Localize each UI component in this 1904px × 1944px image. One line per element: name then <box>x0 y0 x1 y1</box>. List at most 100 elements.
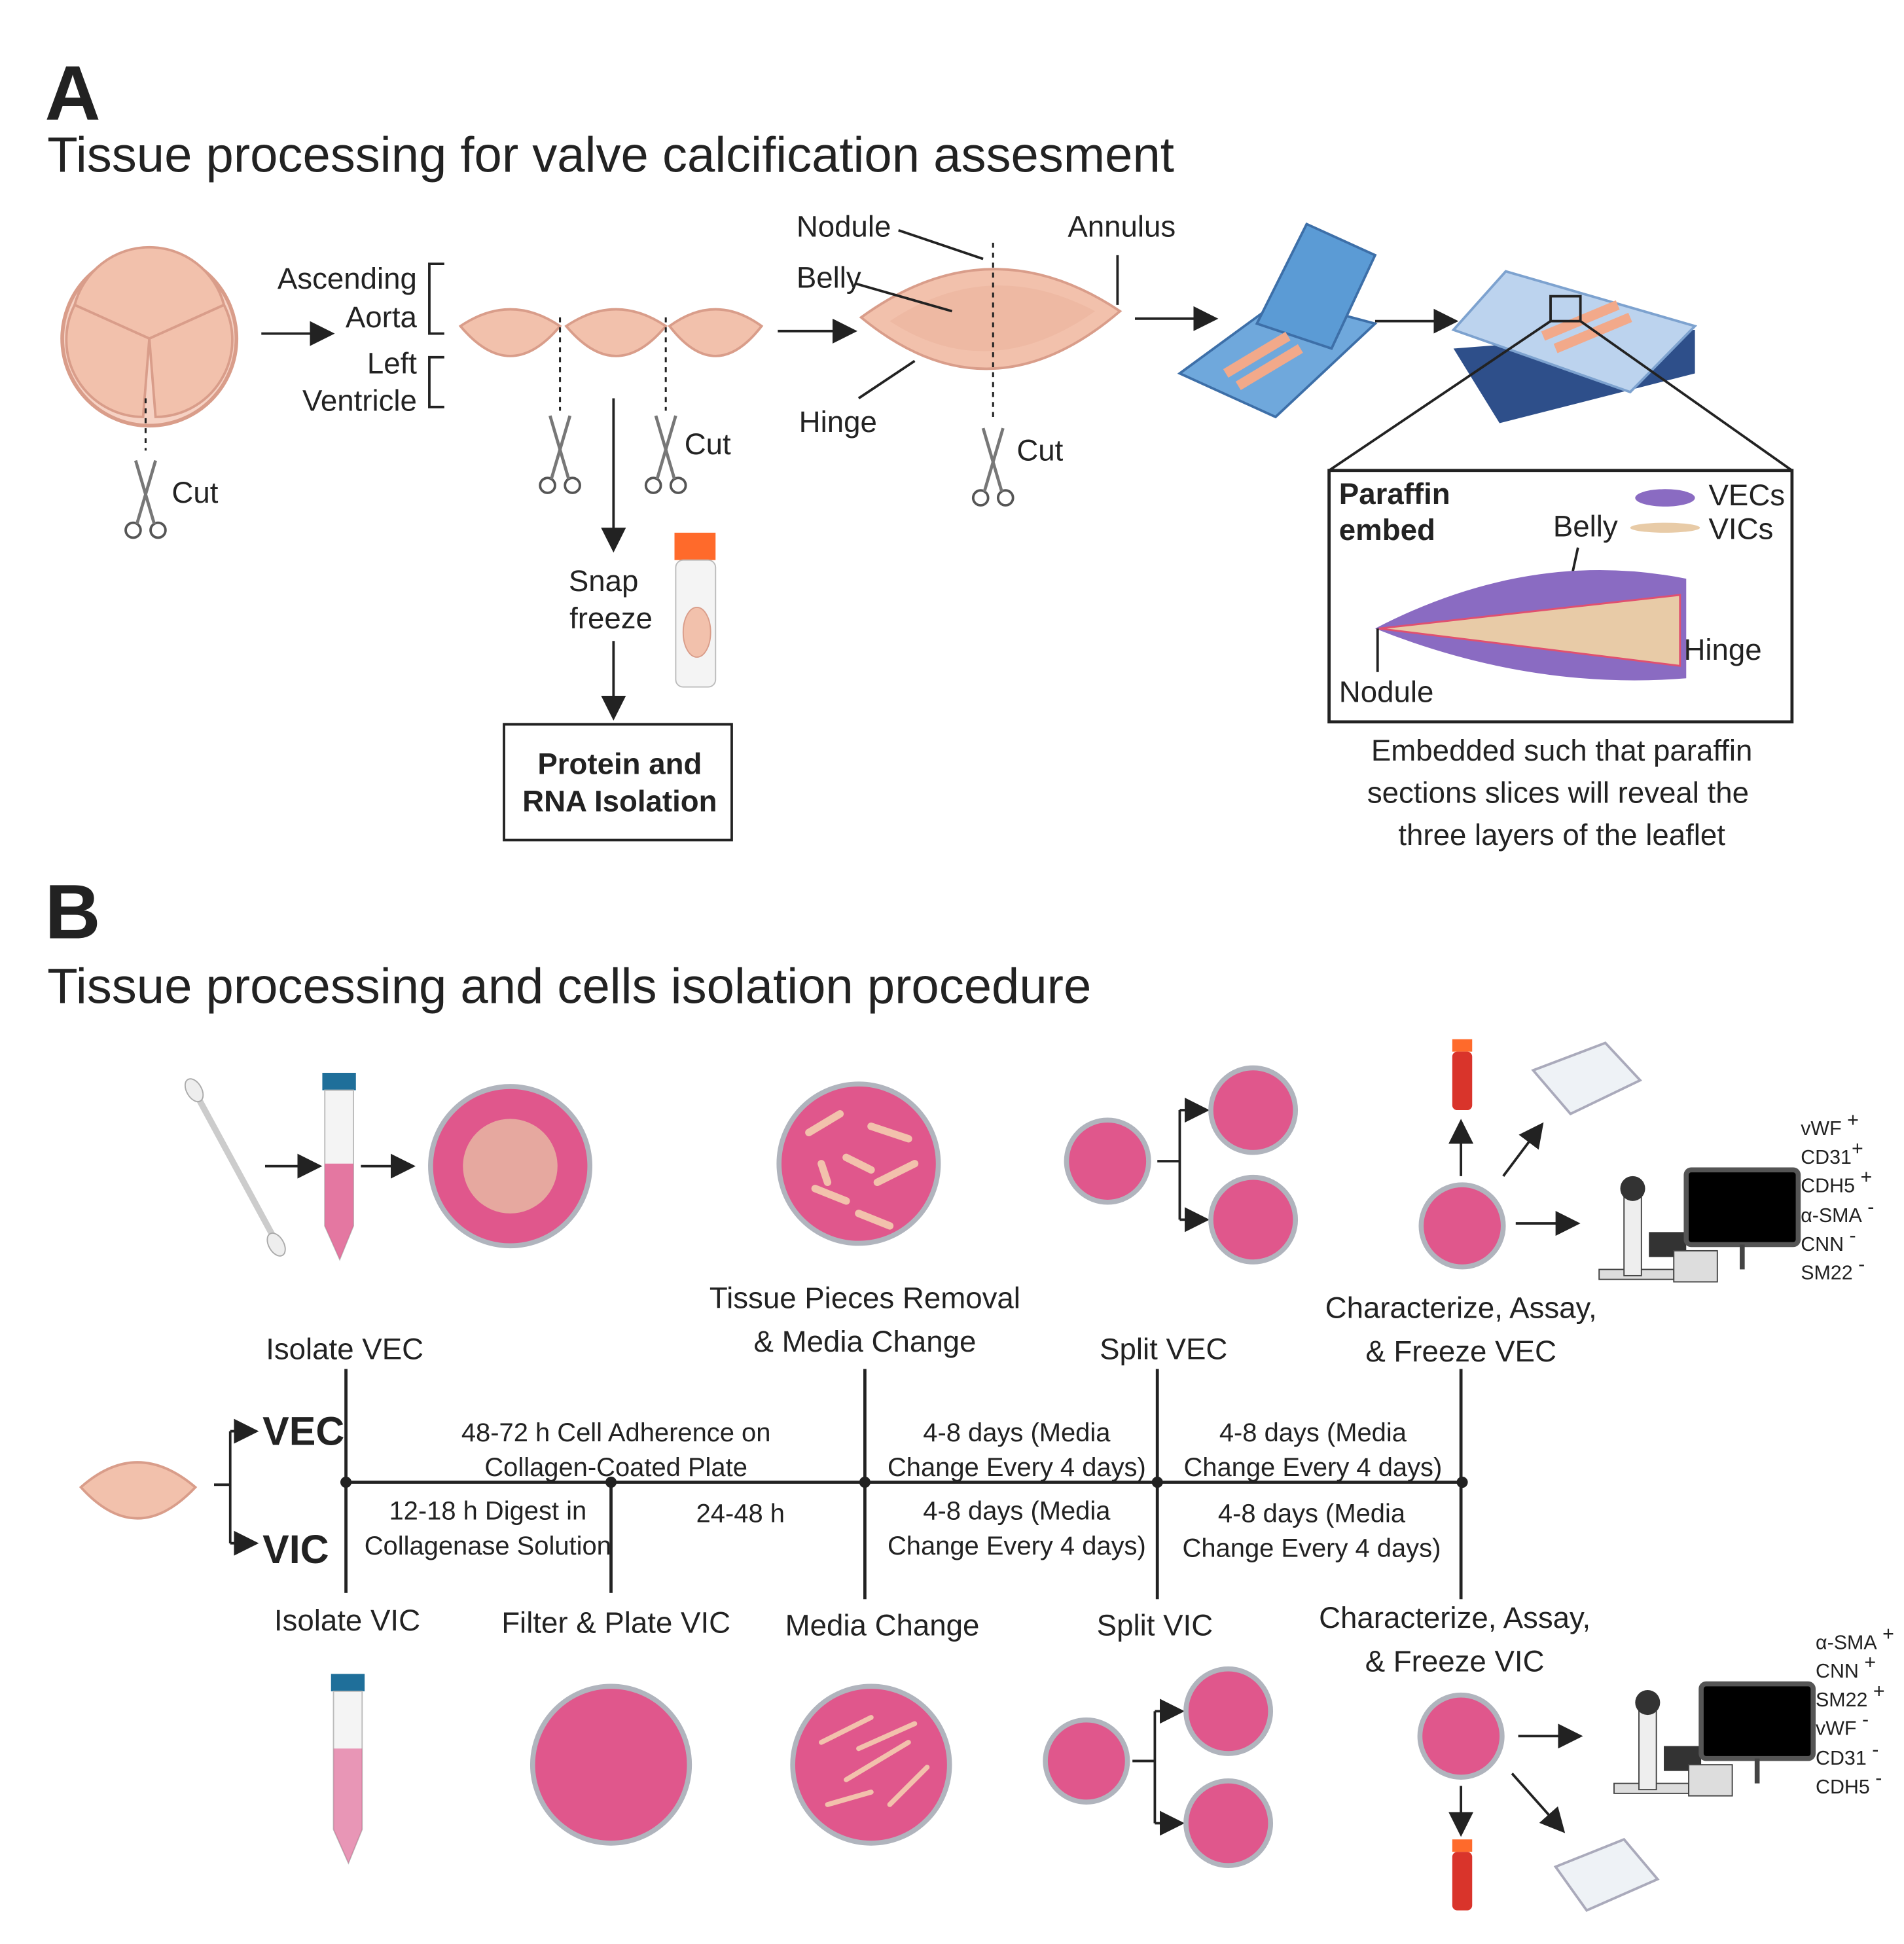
cryo-tube-icon <box>674 532 717 688</box>
ventricle-label: Ventricle <box>302 384 417 418</box>
swab-icon <box>184 1078 286 1257</box>
caption-line: Embedded such that paraffin <box>1371 734 1753 767</box>
marker: CNN - <box>1801 1225 1856 1255</box>
culture-dish-small <box>1064 1117 1151 1205</box>
caption-line: sections slices will reveal the <box>1367 776 1749 809</box>
culture-dish-split <box>1208 1174 1299 1265</box>
filter-plate-label: Filter & Plate VIC <box>501 1606 730 1640</box>
leader-line <box>855 282 953 313</box>
vec-cell-icon <box>1635 489 1695 507</box>
branch-line <box>214 1431 232 1543</box>
isolate-vic-label: Isolate VIC <box>274 1604 420 1637</box>
microscope-icon <box>1599 1170 1798 1282</box>
removal-label: Tissue Pieces Removal <box>710 1281 1020 1314</box>
cut-label: Cut <box>171 476 218 509</box>
marker: CDH5 + <box>1801 1166 1872 1197</box>
characterize-vec-label: Characterize, Assay, <box>1325 1291 1597 1325</box>
culture-dish-split <box>1183 1666 1274 1756</box>
marker: CD31+ <box>1801 1137 1863 1168</box>
freeze-vec-label: & Freeze VEC <box>1365 1335 1556 1368</box>
scissors-icon <box>973 428 1013 505</box>
aortic-valve-illustration <box>60 245 239 428</box>
three-leaflets <box>458 308 764 357</box>
caption-line: three layers of the leaflet <box>1398 818 1725 852</box>
aorta-label: Aorta <box>346 300 418 334</box>
inset-title-1: Paraffin <box>1339 477 1450 511</box>
marker: α-SMA + <box>1816 1623 1894 1653</box>
marker: SM22 - <box>1801 1253 1865 1284</box>
leader-line <box>898 229 984 261</box>
timeline-text: 24-48 h <box>696 1499 785 1528</box>
hinge-label: Hinge <box>799 405 877 439</box>
bracket <box>428 262 444 335</box>
arrow <box>1511 1773 1566 1833</box>
inset-title-2: embed <box>1339 513 1435 547</box>
vic-label: VIC <box>262 1527 329 1572</box>
vecs-label: VECs <box>1708 478 1785 512</box>
timeline-below-text: 12-18 h Digest in Collagenase Solution 2… <box>365 1497 1441 1563</box>
timeline-text: 4-8 days (Media <box>923 1418 1111 1447</box>
protein-rna-box <box>503 723 733 842</box>
cryo-tube-icon <box>1452 1839 1473 1911</box>
split-vec-label: Split VEC <box>1100 1332 1227 1365</box>
vec-label: VEC <box>262 1409 344 1453</box>
scissors-icon <box>540 416 580 493</box>
timeline <box>340 1369 1468 1600</box>
branch-line <box>1157 1110 1181 1220</box>
timeline-text: 4-8 days (Media <box>1218 1499 1406 1528</box>
culture-dish-vic-final <box>1417 1692 1505 1780</box>
scissors-icon <box>126 461 166 538</box>
vics-label: VICs <box>1708 512 1773 545</box>
marker: vWF - <box>1816 1708 1869 1739</box>
annulus-label: Annulus <box>1068 209 1176 243</box>
culture-dish-vic <box>530 1683 692 1846</box>
timeline-text: 48-72 h Cell Adherence on <box>461 1418 771 1447</box>
split-vic-label: Split VIC <box>1097 1608 1213 1642</box>
freeze-label: freeze <box>569 602 653 635</box>
conical-tube-icon <box>322 1073 356 1261</box>
timeline-text: Change Every 4 days) <box>888 1532 1146 1560</box>
cut-label: Cut <box>1016 434 1063 467</box>
vic-cell-icon <box>1630 522 1700 533</box>
cut-label: Cut <box>685 427 731 461</box>
nodule-label: Nodule <box>797 209 891 243</box>
marker: α-SMA - <box>1801 1196 1874 1227</box>
panel-b-title: Tissue processing and cells isolation pr… <box>47 959 1091 1015</box>
zoom-line <box>1328 320 1552 472</box>
paraffin-inset: Paraffin embed VECs VICs Belly Hinge Nod… <box>1327 469 1794 724</box>
marker: vWF + <box>1801 1109 1859 1140</box>
timeline-text: Change Every 4 days) <box>1183 1534 1441 1563</box>
vec-cells <box>805 1110 919 1230</box>
characterize-vic-label: Characterize, Assay, <box>1319 1601 1590 1634</box>
culture-dish-small <box>1043 1717 1130 1805</box>
scissors-icon <box>646 416 686 493</box>
protein-label: Protein and <box>537 747 702 781</box>
freeze-vic-label: & Freeze VIC <box>1365 1645 1545 1678</box>
zoom-line <box>1579 320 1793 472</box>
left-label: Left <box>367 346 417 380</box>
media-change-label: Media Change <box>785 1608 980 1642</box>
paraffin-block-icon <box>1451 270 1698 423</box>
vic-cells <box>819 1715 930 1807</box>
panel-b-letter: B <box>45 869 100 955</box>
leaflet-illustration <box>79 1461 198 1520</box>
tissue-cassette-icon <box>1177 222 1378 419</box>
belly-region <box>889 285 1096 351</box>
well-plate-icon <box>1553 1837 1660 1912</box>
timeline-above-text: 48-72 h Cell Adherence on Collagen-Coate… <box>461 1418 1442 1482</box>
panel-a-title: Tissue processing for valve calcificatio… <box>47 127 1174 183</box>
timeline-text: Collagenase Solution <box>365 1532 611 1560</box>
inset-belly-label: Belly <box>1553 510 1618 543</box>
timeline-text: Change Every 4 days) <box>888 1453 1146 1482</box>
cryo-tube-icon <box>1452 1039 1473 1111</box>
arrow <box>1502 1122 1544 1177</box>
well-plate-icon <box>1531 1041 1643 1116</box>
panel-a-letter: A <box>45 50 100 136</box>
branch-line <box>1132 1711 1157 1824</box>
snap-label: Snap <box>569 564 639 598</box>
timeline-text: Collagen-Coated Plate <box>484 1453 747 1482</box>
marker: CD31 - <box>1816 1738 1878 1769</box>
removal-label-2: & Media Change <box>753 1325 976 1358</box>
marker: SM22 + <box>1816 1680 1885 1710</box>
